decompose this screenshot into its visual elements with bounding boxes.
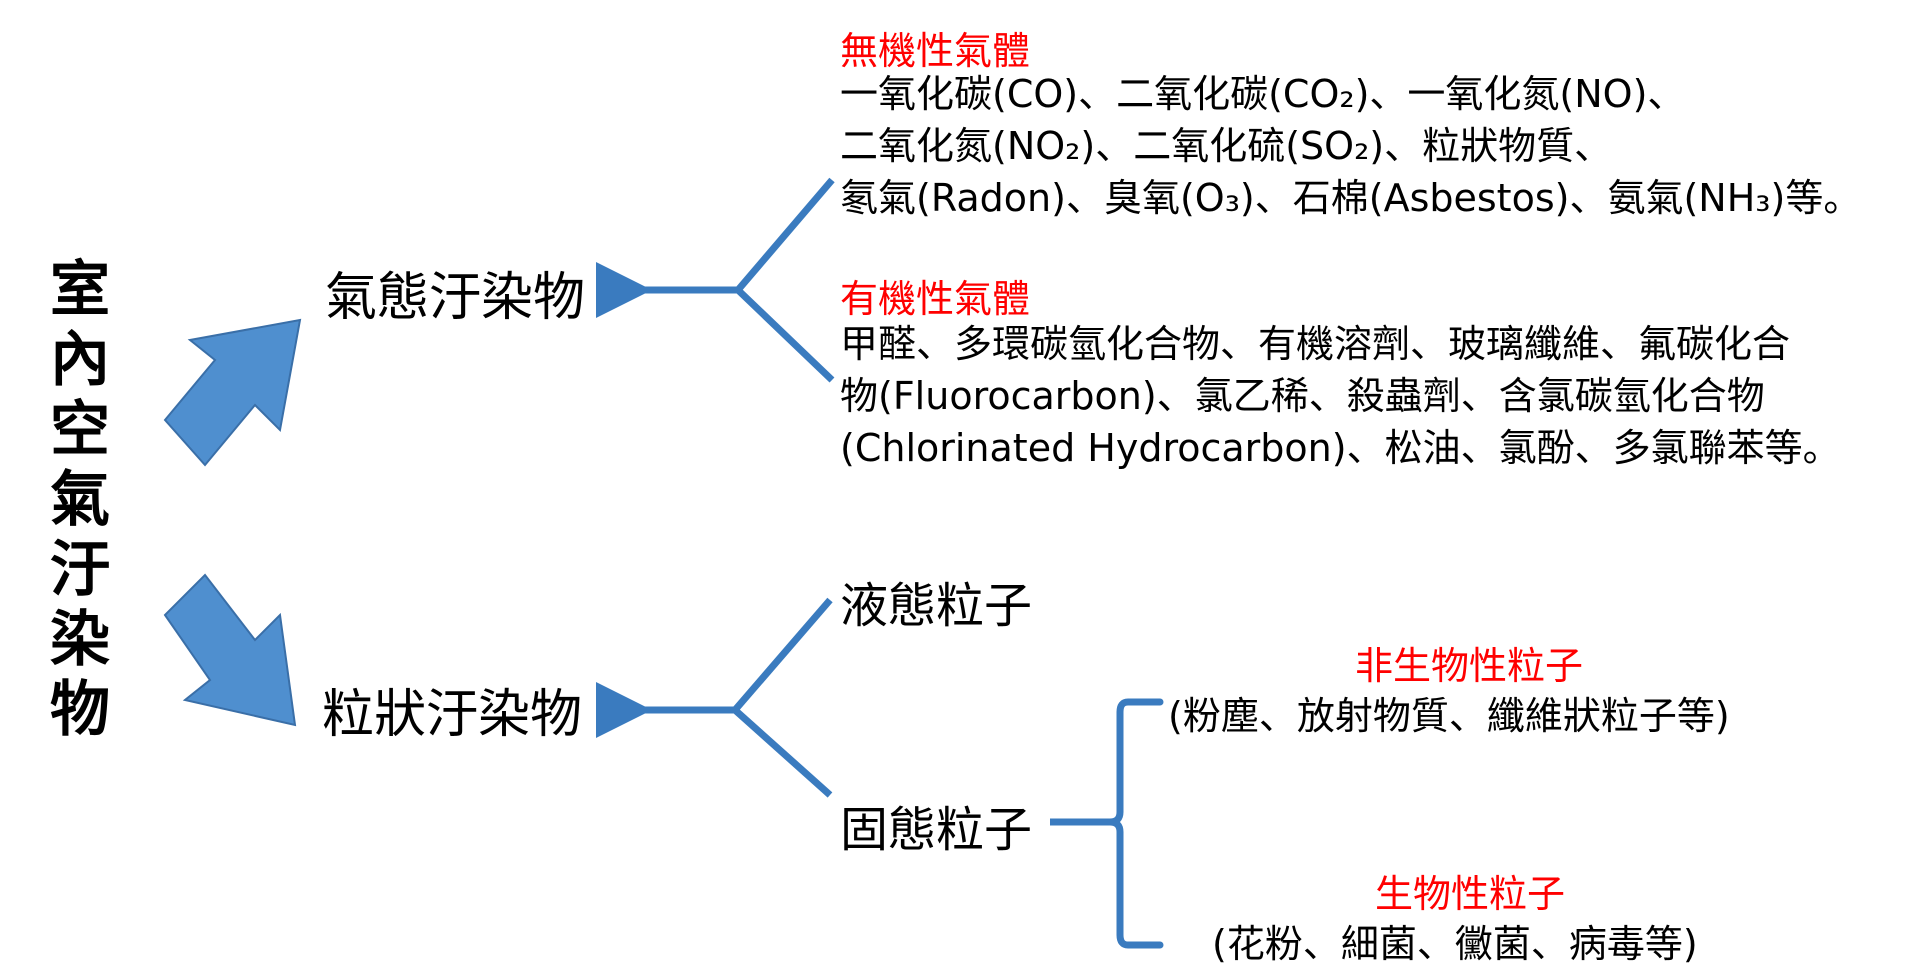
gaseous-fork-upper [735,177,835,293]
inorganic-gas-line: 一氧化碳(CO)、二氧化碳(CO₂)、一氧化氮(NO)、 [840,72,1686,116]
big-arrow-upper [163,318,302,467]
organic-gas-heading: 有機性氣體 [840,277,1031,321]
biological-detail: (花粉、細菌、黴菌、病毒等) [1212,922,1698,966]
inorganic-gas-line: 氡氣(Radon)、臭氧(O₃)、石棉(Asbestos)、氨氣(NH₃)等。 [840,176,1862,220]
gaseous-fork-lower [735,287,835,383]
main-title-char: 空 [50,395,110,465]
non-biological-heading: 非生物性粒子 [1355,644,1584,688]
inorganic-gas-heading: 無機性氣體 [840,29,1031,73]
inorganic-gas-line: 二氧化氮(NO₂)、二氧化硫(SO₂)、粒狀物質、 [840,124,1613,168]
non-biological-detail: (粉塵、放射物質、纖維狀粒子等) [1168,694,1730,738]
particulate-fork-upper [732,597,833,713]
main-title-char: 物 [50,675,110,745]
inorganic-gas-list: 一氧化碳(CO)、二氧化碳(CO₂)、一氧化氮(NO)、 二氧化氮(NO₂)、二… [840,68,1861,224]
main-title-char: 內 [50,325,110,395]
main-title: 室 內 空 氣 汙 染 物 [45,255,115,745]
liquid-particle-label: 液態粒子 [840,578,1033,634]
big-arrow-lower [163,573,297,727]
organic-gas-list: 甲醛、多環碳氫化合物、有機溶劑、玻璃纖維、氟碳化合 物(Fluorocarbon… [840,318,1841,474]
main-title-char: 汙 [50,535,110,605]
organic-gas-line: 甲醛、多環碳氫化合物、有機溶劑、玻璃纖維、氟碳化合 [840,322,1791,366]
organic-gas-line: 物(Fluorocarbon)、氯乙稀、殺蟲劑、含氯碳氫化合物 [840,374,1765,418]
solid-particle-label: 固態粒子 [840,802,1033,858]
biological-heading: 生物性粒子 [1375,872,1566,916]
main-title-char: 染 [50,605,110,675]
gaseous-pollutant-label: 氣態汙染物 [325,268,586,328]
particulate-fork-lower [732,707,833,798]
organic-gas-line: (Chlorinated Hydrocarbon)、松油、氯酚、多氯聯苯等。 [840,426,1841,470]
main-title-char: 室 [50,255,110,325]
main-title-char: 氣 [50,465,110,535]
particulate-pollutant-label: 粒狀汙染物 [322,685,583,745]
solid-bracket [1106,698,1164,949]
